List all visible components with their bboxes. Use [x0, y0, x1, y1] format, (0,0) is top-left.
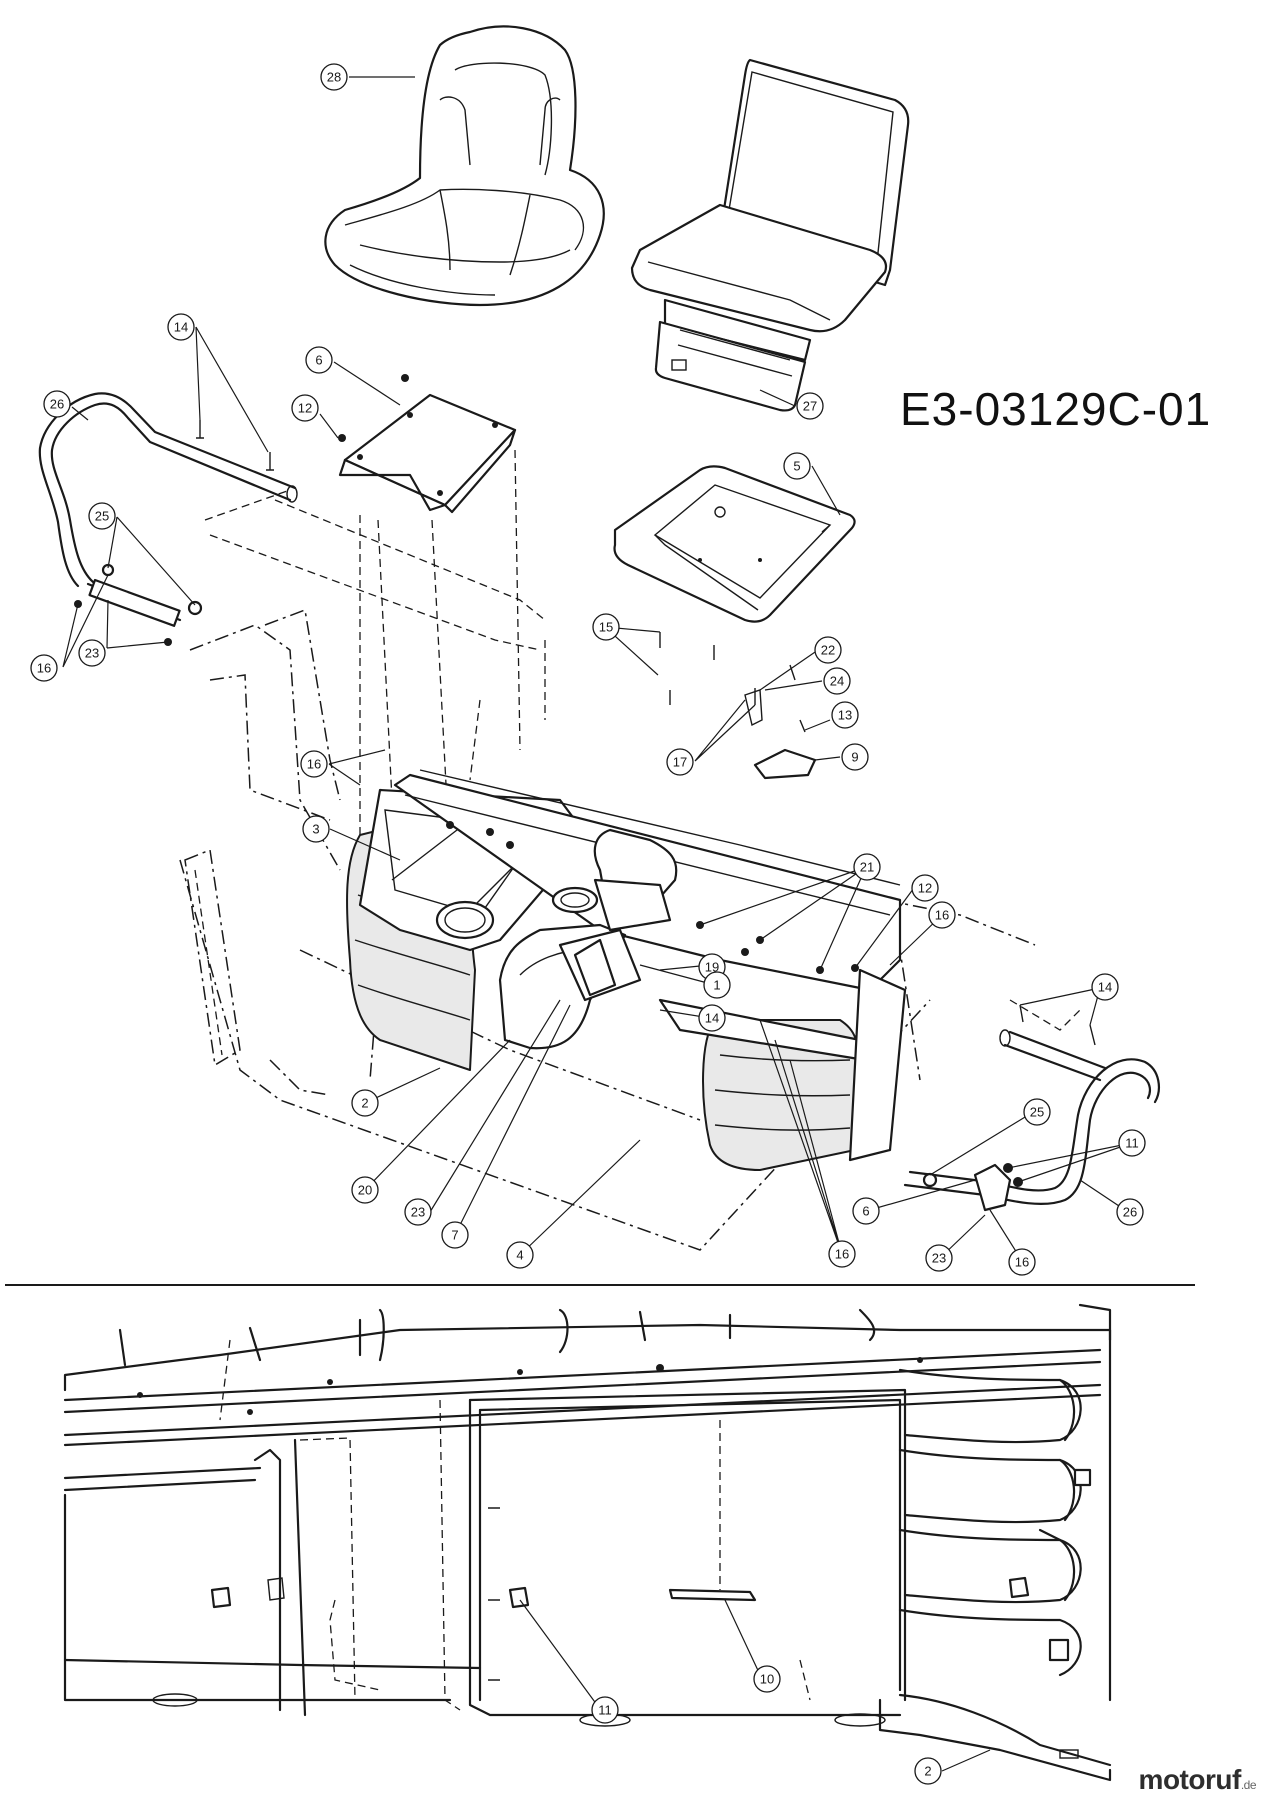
svg-text:4: 4: [516, 1248, 523, 1263]
callout-23: 23: [78, 639, 106, 667]
callout-13: 13: [831, 701, 859, 729]
callout-20: 20: [351, 1176, 379, 1204]
svg-text:10: 10: [760, 1672, 774, 1687]
callout-17: 17: [666, 748, 694, 776]
svg-text:14: 14: [174, 320, 188, 335]
callout-23: 23: [404, 1198, 432, 1226]
svg-text:25: 25: [95, 509, 109, 524]
callout-11: 11: [591, 1696, 619, 1724]
svg-text:14: 14: [705, 1011, 719, 1026]
contoured-seat: [324, 25, 605, 307]
callout-6: 6: [305, 346, 333, 374]
svg-text:23: 23: [85, 646, 99, 661]
callout-16: 16: [928, 901, 956, 929]
seat-bracket: [338, 393, 517, 514]
svg-text:16: 16: [37, 661, 51, 676]
svg-text:12: 12: [918, 881, 932, 896]
svg-text:11: 11: [1125, 1136, 1139, 1151]
svg-text:2: 2: [924, 1764, 931, 1779]
svg-text:25: 25: [1030, 1105, 1044, 1120]
svg-text:20: 20: [358, 1183, 372, 1198]
callout-16: 16: [300, 750, 328, 778]
svg-text:15: 15: [599, 620, 613, 635]
callout-5: 5: [783, 452, 811, 480]
callout-4: 4: [506, 1241, 534, 1269]
callout-11: 11: [1118, 1129, 1146, 1157]
svg-text:9: 9: [851, 750, 858, 765]
callout-10: 10: [753, 1665, 781, 1693]
callout-7: 7: [441, 1221, 469, 1249]
callout-23: 23: [925, 1244, 953, 1272]
svg-text:28: 28: [327, 70, 341, 85]
callout-2: 2: [914, 1757, 942, 1785]
svg-text:2: 2: [361, 1096, 368, 1111]
svg-text:23: 23: [411, 1205, 425, 1220]
svg-text:26: 26: [1123, 1205, 1137, 1220]
callout-6: 6: [852, 1197, 880, 1225]
svg-text:11: 11: [598, 1703, 612, 1718]
callout-16: 16: [1008, 1248, 1036, 1276]
callout-26: 26: [1116, 1198, 1144, 1226]
leader-lines: [62, 76, 1133, 1772]
seat-pan: [613, 465, 856, 623]
svg-text:26: 26: [50, 397, 64, 412]
diagram-code: E3-03129C-01: [900, 383, 1212, 435]
callout-21: 21: [853, 853, 881, 881]
square-seat: [630, 58, 910, 412]
svg-text:21: 21: [860, 860, 874, 875]
svg-text:3: 3: [312, 822, 319, 837]
callout-9: 9: [841, 743, 869, 771]
svg-text:23: 23: [932, 1251, 946, 1266]
center-console: [498, 828, 678, 1050]
handle-bar-right: [903, 1004, 1160, 1212]
watermark-brand: motoruf: [1138, 1764, 1242, 1795]
right-fender: [658, 968, 907, 1171]
callout-25: 25: [88, 502, 116, 530]
callout-14: 14: [698, 1004, 726, 1032]
svg-text:7: 7: [451, 1228, 458, 1243]
callout-1: 1: [703, 971, 731, 999]
callout-25: 25: [1023, 1098, 1051, 1126]
callout-14: 14: [1091, 973, 1119, 1001]
svg-text:24: 24: [830, 674, 844, 689]
callout-16: 16: [30, 654, 58, 682]
svg-text:16: 16: [1015, 1255, 1029, 1270]
rear-frame-view: [63, 1303, 1112, 1782]
callout-24: 24: [823, 667, 851, 695]
svg-text:16: 16: [307, 757, 321, 772]
callout-27: 27: [796, 392, 824, 420]
watermark-tld: .de: [1240, 1778, 1257, 1792]
svg-text:1: 1: [713, 978, 720, 993]
svg-text:16: 16: [835, 1247, 849, 1262]
svg-text:17: 17: [673, 755, 687, 770]
handle-bar-left: [38, 392, 298, 627]
svg-text:22: 22: [821, 643, 835, 658]
callout-12: 12: [911, 874, 939, 902]
callout-3: 3: [302, 815, 330, 843]
svg-text:14: 14: [1098, 980, 1112, 995]
callout-16: 16: [828, 1240, 856, 1268]
callout-12: 12: [291, 394, 319, 422]
bracket-plate: [744, 689, 817, 780]
svg-text:6: 6: [315, 353, 322, 368]
callout-14: 14: [167, 313, 195, 341]
callout-2: 2: [351, 1089, 379, 1117]
left-pillar: [184, 848, 241, 1067]
svg-text:19: 19: [705, 960, 719, 975]
watermark-logo: motoruf.de: [1138, 1764, 1257, 1796]
svg-text:16: 16: [935, 908, 949, 923]
svg-text:5: 5: [793, 459, 800, 474]
svg-text:6: 6: [862, 1204, 869, 1219]
callout-26: 26: [43, 390, 71, 418]
svg-text:13: 13: [838, 708, 852, 723]
svg-text:27: 27: [803, 399, 817, 414]
callout-28: 28: [320, 63, 348, 91]
callout-15: 15: [592, 613, 620, 641]
callout-22: 22: [814, 636, 842, 664]
svg-text:12: 12: [298, 401, 312, 416]
